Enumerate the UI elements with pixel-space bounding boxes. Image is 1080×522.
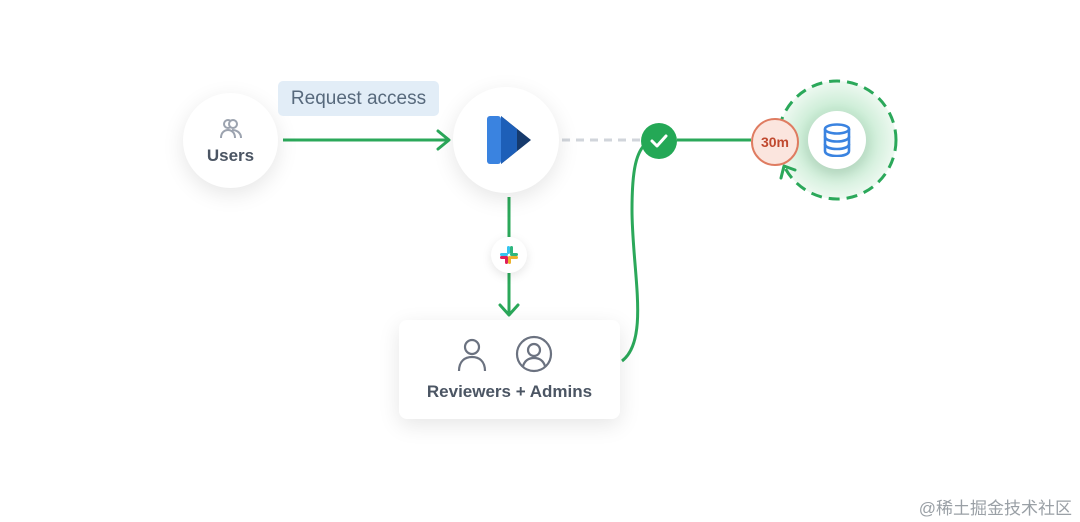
person-icon [457,338,487,372]
slack-icon [500,246,518,264]
edge-users-to-app-arrow [436,129,451,151]
user-circle-icon [515,335,553,373]
timer-badge: 30m [751,118,799,166]
app-node[interactable] [453,87,559,193]
request-access-label: Request access [278,81,439,116]
database-icon [823,123,851,157]
database-node[interactable] [808,111,866,169]
watermark: @稀土掘金技术社区 [918,499,1072,518]
approval-check-badge [641,123,677,159]
reviewers-admins-label: Reviewers + Admins [426,382,593,401]
timer-loop-arrow [779,164,797,180]
reviewers-admins-card[interactable]: Reviewers + Admins [399,320,620,419]
users-icon [220,119,242,139]
slack-badge[interactable] [491,237,527,273]
users-label: Users [206,146,255,165]
edge-reviewers-to-approval [621,140,649,363]
edge-slack-to-reviewers-arrow [498,303,520,317]
play-logo-icon [487,116,531,164]
users-node[interactable]: Users [183,93,278,188]
check-icon [650,134,668,148]
